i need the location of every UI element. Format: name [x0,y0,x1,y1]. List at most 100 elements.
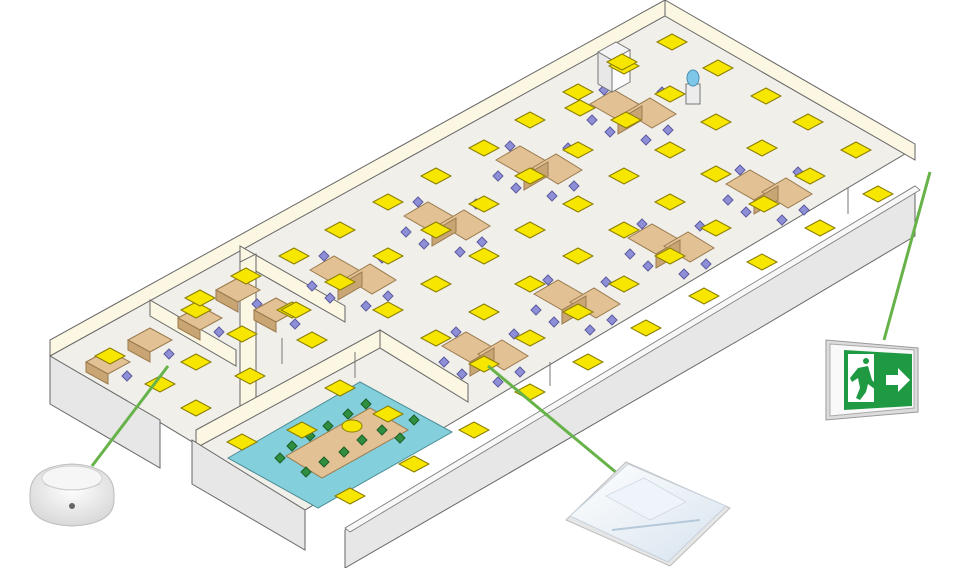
light-panel-54 [397,455,431,473]
light-panel-41 [513,275,547,293]
meeting-chair-8 [318,456,330,468]
light-panel-44 [371,301,405,319]
light-panel-59 [371,405,405,423]
meeting-chair-13 [274,452,286,464]
light-panel-63 [233,367,267,385]
meeting-chair-14 [408,414,420,426]
light-panel-29 [607,221,641,239]
light-panel-64 [179,399,213,417]
exit-sign-icon [825,339,919,421]
meeting-chair-10 [356,434,368,446]
light-panel-45 [467,303,501,321]
arrow-right-icon [886,368,910,392]
callout-line-light-panel [487,364,619,476]
light-panel-4 [653,85,687,103]
light-panel-17 [607,167,641,185]
light-panel-48 [419,329,453,347]
light-panel-65 [295,331,329,349]
light-panel-32 [323,221,357,239]
meeting-chair-3 [322,420,334,432]
light-panel-13 [745,139,779,157]
light-panel-19 [793,167,827,185]
light-panel-50 [571,353,605,371]
light-panel-42 [607,275,641,293]
light-panel-69 [279,301,313,319]
meeting-chair-5 [360,398,372,410]
light-panel-40 [419,275,453,293]
smoke-detector-icon [29,463,115,527]
light-panel-26 [371,193,405,211]
light-panel-30 [699,219,733,237]
light-panel-37 [745,253,779,271]
light-panel-38 [277,247,311,265]
light-panel-24 [653,193,687,211]
partition-meeting-right [379,329,469,403]
front-wall-office-left [49,355,161,469]
light-panel-28 [513,221,547,239]
doors [281,188,849,386]
light-panel-icon [565,461,731,567]
light-panel-33 [371,247,405,265]
meeting-chair-11 [376,424,388,436]
light-panel-49 [513,329,547,347]
light-panel-8 [699,113,733,131]
office-desk-1 [126,327,175,363]
meeting-chair-12 [394,432,406,444]
light-panel-23 [561,195,595,213]
light-panel-12 [653,141,687,159]
light-panel-68 [179,301,213,319]
light-panel-47 [629,319,663,337]
light-panel-55 [333,487,367,505]
meeting-chair-7 [300,466,312,478]
front-wall-meeting [191,439,306,551]
light-panel-11 [561,141,595,159]
light-panel-46 [561,303,595,321]
light-panel-58 [323,379,357,397]
light-panel-35 [561,247,595,265]
meeting-chair-4 [342,408,354,420]
light-panel-21 [419,167,453,185]
front-wall-right-top [344,185,921,533]
light-panel-56 [285,421,319,439]
light-panel-36 [653,247,687,265]
callout-line-exit-sign [882,171,932,341]
light-panel-5 [749,87,783,105]
light-panel-20 [861,185,895,203]
light-panel-31 [803,219,837,237]
light-panel-16 [513,167,547,185]
ceiling-light-panels [93,33,895,505]
light-panel-22 [467,195,501,213]
light-panel-34 [467,247,501,265]
light-panel-9 [791,113,825,131]
desk-cluster-8 [438,326,529,388]
light-panel-67 [563,99,597,117]
back-wall-left [49,0,666,357]
light-panel-60 [225,325,259,343]
light-panel-66 [605,53,639,71]
light-panel-71 [183,289,217,307]
light-panel-2 [701,59,735,77]
light-panel-57 [225,433,259,451]
office-desk-3 [214,277,263,313]
light-panel-39 [323,273,357,291]
callout-line-smoke-detector [90,365,170,467]
light-panel-10 [513,111,547,129]
light-panel-53 [457,421,491,439]
light-panel-14 [839,141,873,159]
light-panel-70 [229,267,263,285]
light-panel-6 [561,83,595,101]
light-panel-15 [467,139,501,157]
light-panel-18 [699,165,733,183]
light-panel-72 [93,347,127,365]
light-panel-27 [419,221,453,239]
meeting-chair-1 [286,440,298,452]
water-cooler [685,69,701,105]
light-panel-43 [687,287,721,305]
light-panel-7 [609,111,643,129]
light-panel-61 [179,353,213,371]
light-panel-25 [747,195,781,213]
back-wall-right [664,0,916,161]
desk-cluster-6 [624,218,715,280]
